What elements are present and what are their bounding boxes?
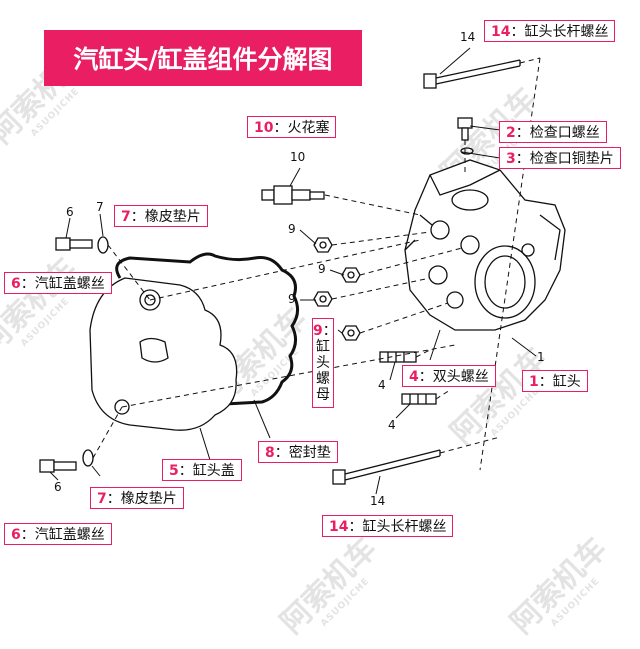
cover-bolt xyxy=(39,459,77,473)
callout-number: 9 xyxy=(288,222,296,236)
rubber-washer xyxy=(97,236,109,254)
label-cylinder-head: 1：缸头 xyxy=(522,370,588,392)
label-cover-bolt: 6：汽缸盖螺丝 xyxy=(4,523,112,545)
cover-bolt xyxy=(55,237,93,251)
copper-washer xyxy=(460,147,474,155)
callout-number: 6 xyxy=(66,205,74,219)
callout-number: 9 xyxy=(288,292,296,306)
spark-plug xyxy=(261,185,325,205)
label-cover-bolt: 6：汽缸盖螺丝 xyxy=(4,272,112,294)
long-bolt-top xyxy=(423,59,521,89)
callout-number: 6 xyxy=(54,480,62,494)
label-copper-washer: 3：检查口铜垫片 xyxy=(499,147,621,169)
callout-number: 7 xyxy=(96,200,104,214)
head-nut xyxy=(341,325,361,341)
label-long-bolt: 14：缸头长杆螺丝 xyxy=(322,515,454,537)
page-title: 汽缸头/缸盖组件分解图 xyxy=(44,30,362,86)
head-nut xyxy=(313,237,333,253)
label-rubber-washer: 7：橡皮垫片 xyxy=(90,487,184,509)
stud-bolt xyxy=(401,393,437,405)
head-nut xyxy=(341,267,361,283)
callout-number: 14 xyxy=(460,30,476,44)
long-bolt-bottom xyxy=(332,449,441,485)
label-cylinder-cover: 5：缸头盖 xyxy=(162,459,242,481)
label-head-nut: 9：缸头螺母 xyxy=(312,318,337,408)
cylinder-cover xyxy=(89,277,238,431)
rubber-washer xyxy=(82,449,94,467)
label-stud-bolt: 4：双头螺丝 xyxy=(402,365,496,387)
callout-number: 9 xyxy=(318,262,326,276)
cylinder-head xyxy=(404,159,566,331)
gasket xyxy=(115,252,299,413)
label-gasket: 8：密封垫 xyxy=(258,441,338,463)
callout-number: 10 xyxy=(290,150,306,164)
callout-number: 14 xyxy=(370,494,386,508)
label-rubber-washer: 7：橡皮垫片 xyxy=(114,205,208,227)
label-spark-plug: 10：火花塞 xyxy=(247,116,337,138)
stud-bolt xyxy=(379,351,417,363)
label-long-bolt: 14：缸头长杆螺丝 xyxy=(484,20,616,42)
label-inspection-bolt: 2：检查口螺丝 xyxy=(499,121,607,143)
callout-number: 1 xyxy=(537,350,545,364)
callout-number: 4 xyxy=(388,418,396,432)
inspection-bolt xyxy=(457,117,473,141)
head-nut xyxy=(313,291,333,307)
callout-number: 4 xyxy=(378,378,386,392)
